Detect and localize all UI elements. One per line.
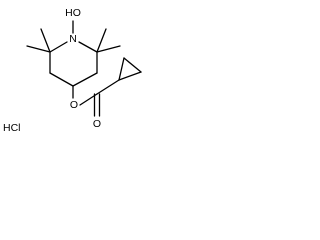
ring-bond-n-c2 bbox=[78, 41, 98, 53]
cyclopropyl-bond-3 bbox=[118, 71, 142, 81]
cyclopropyl-bond-1 bbox=[118, 57, 125, 81]
ring-bond-c3-c4 bbox=[72, 72, 98, 87]
cyclopropyl-bond-2 bbox=[123, 57, 142, 73]
methyl-bond-c6-upper bbox=[40, 28, 51, 53]
methyl-bond-c2-right bbox=[96, 45, 121, 53]
ring-bond-c4-c5 bbox=[49, 72, 74, 87]
ester-oxygen-label: O bbox=[70, 99, 78, 111]
nitrogen-label: N bbox=[69, 33, 77, 45]
ring-bond-c6-n bbox=[49, 41, 68, 53]
structure-diagram: HO N O O HCl bbox=[3, 7, 142, 134]
salt-label: HCl bbox=[3, 122, 21, 134]
carbonyl-cyclopropyl-bond bbox=[96, 79, 120, 95]
carbonyl-oxygen-label: O bbox=[93, 118, 101, 130]
methyl-bond-c2-upper bbox=[96, 28, 107, 53]
hydroxyl-label: HO bbox=[65, 7, 81, 19]
methyl-bond-c6-left bbox=[26, 45, 51, 53]
